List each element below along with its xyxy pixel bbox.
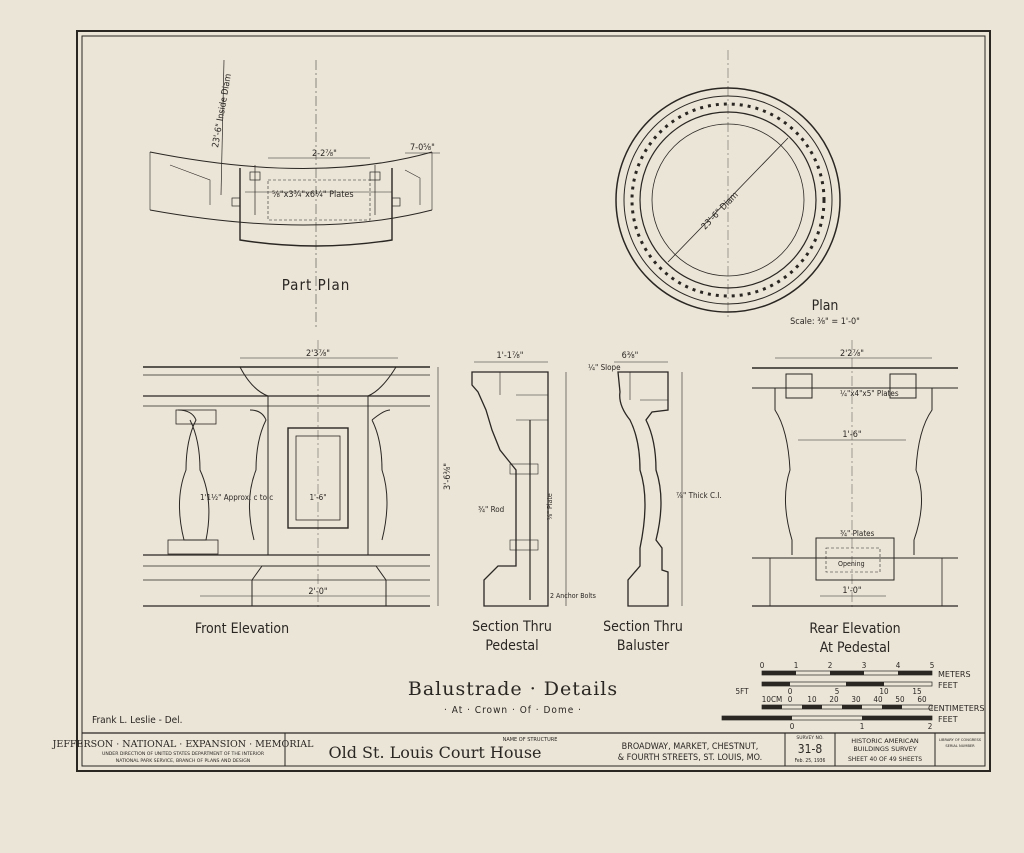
plan-drawing	[615, 50, 841, 320]
cm-tick-4: 30	[851, 695, 861, 704]
meter-tick-0: 0	[760, 661, 765, 670]
feet2-tick-1: 1	[860, 722, 865, 731]
sheet-number: Sheet 40 of 49 Sheets	[848, 756, 922, 763]
part-plan-dim-width: 2-2⅞"	[312, 149, 337, 159]
feet-tick-0: 5FT	[736, 687, 750, 696]
loc-line-1: Library of Congress	[939, 738, 982, 742]
meters-label: Meters	[938, 670, 971, 679]
inner-border	[81, 35, 986, 767]
feet-tick-2: 5	[835, 687, 840, 696]
habs-line-1: Historic American	[851, 737, 919, 745]
front-elev-dim-panel: 1'-6"	[309, 493, 326, 502]
survey-date: Feb. 25, 1936	[795, 758, 826, 764]
section-pedestal-title-1: Section Thru	[472, 619, 552, 635]
address-line-1: Broadway, Market, Chestnut,	[622, 742, 759, 752]
drawing-title: Balustrade · Details	[408, 678, 618, 700]
cm-tick-3: 20	[829, 695, 839, 704]
cm-tick-0: 10CM	[762, 695, 782, 704]
graphic-scales	[721, 670, 933, 721]
rear-elev-plate2: ¾" Plates	[840, 529, 875, 538]
rear-elevation-drawing	[752, 340, 958, 610]
rear-elev-dim-mid: 1'-6"	[842, 430, 861, 440]
agency-line-3: National Park Service, Branch of Plans a…	[116, 758, 250, 764]
rear-elev-dim-base: 1'-0"	[842, 586, 861, 596]
section-baluster-drawing	[614, 361, 683, 607]
front-elev-dim-approx: 1'1½" Approx. c to c	[200, 493, 273, 502]
section-pedestal-drawing	[471, 361, 567, 607]
section-bal-dim-top: 6⅜"	[622, 351, 639, 361]
structure-name: Old St. Louis Court House	[328, 743, 541, 762]
feet-tick-4: 15	[912, 687, 921, 696]
drawing-subtitle: · At · Crown · Of · Dome ·	[444, 705, 582, 716]
meter-tick-5: 5	[930, 661, 935, 670]
survey-caption: Survey No.	[796, 735, 823, 741]
title-block	[82, 732, 985, 766]
delineator: Frank L. Leslie - Del.	[92, 715, 183, 726]
front-elev-dim-top: 2'3⅞"	[306, 349, 330, 359]
section-baluster-title-2: Baluster	[617, 638, 670, 654]
front-elevation-title: Front Elevation	[195, 621, 289, 637]
address-line-2: & Fourth Streets, St. Louis, Mo.	[618, 753, 762, 763]
agency-line-2: Under direction of United States Departm…	[102, 751, 265, 757]
part-plan-plates-label: ⅝"x3¾"x6¼" Plates	[272, 190, 354, 200]
habs-line-2: Buildings Survey	[853, 745, 916, 753]
loc-line-2: Serial Number	[945, 744, 975, 748]
meter-tick-3: 3	[862, 661, 867, 670]
outer-border	[76, 30, 991, 772]
part-plan-dim-right: 7-0⅝"	[410, 143, 435, 153]
part-plan-diam-label: 23'-6" Inside Diam	[211, 73, 234, 149]
feet2-label: Feet	[938, 715, 958, 724]
plan-title: Plan	[812, 298, 839, 314]
feet-tick-1: 0	[788, 687, 793, 696]
cm-tick-1: 0	[788, 695, 793, 704]
feet-tick-3: 10	[879, 687, 889, 696]
section-bal-thick: ⅞" Thick C.I.	[676, 491, 722, 500]
agency-name: Jefferson · National · Expansion · Memor…	[52, 739, 315, 750]
feet-label: Feet	[938, 681, 958, 690]
meter-tick-1: 1	[794, 661, 799, 670]
section-baluster-title-1: Section Thru	[603, 619, 683, 635]
plan-scale: Scale: ⅜" = 1'-0"	[790, 317, 860, 327]
section-ped-bolts: 2 Anchor Bolts	[550, 592, 596, 600]
rear-elevation-title-2: At Pedestal	[820, 640, 891, 656]
rear-elev-plates: ¼"x4"x5" Plates	[840, 389, 899, 398]
feet2-tick-0: 0	[790, 722, 795, 731]
section-ped-rod: ¾" Rod	[478, 505, 504, 514]
feet2-tick-2: 2	[928, 722, 933, 731]
rear-elev-dim-top: 2'2⅞"	[840, 349, 864, 359]
meter-tick-2: 2	[828, 661, 833, 670]
section-ped-dim-top: 1'-1⅞"	[496, 351, 523, 361]
plan-diam-label: 23'-6" Diam	[700, 190, 741, 232]
meter-tick-4: 4	[896, 661, 901, 670]
front-elev-dim-height: 3'-6⅜"	[443, 463, 453, 490]
rear-elev-opening: Opening	[838, 560, 865, 568]
survey-number: 31-8	[798, 742, 823, 756]
section-ped-plate: ⅛" Plate	[546, 493, 554, 520]
cm-tick-7: 60	[917, 695, 927, 704]
cm-tick-6: 50	[895, 695, 905, 704]
part-plan-title: Part Plan	[282, 276, 351, 294]
structure-name-caption: Name of Structure	[503, 737, 558, 743]
cm-tick-5: 40	[873, 695, 883, 704]
front-elev-dim-base: 2'-0"	[308, 587, 327, 597]
rear-elevation-title-1: Rear Elevation	[809, 621, 900, 637]
section-bal-slope: ¼" Slope	[588, 363, 621, 372]
centimeters-label: Centimeters	[928, 704, 984, 713]
part-plan-drawing	[149, 59, 440, 330]
section-pedestal-title-2: Pedestal	[485, 638, 538, 654]
cm-tick-2: 10	[807, 695, 817, 704]
front-elevation-drawing	[143, 340, 439, 610]
